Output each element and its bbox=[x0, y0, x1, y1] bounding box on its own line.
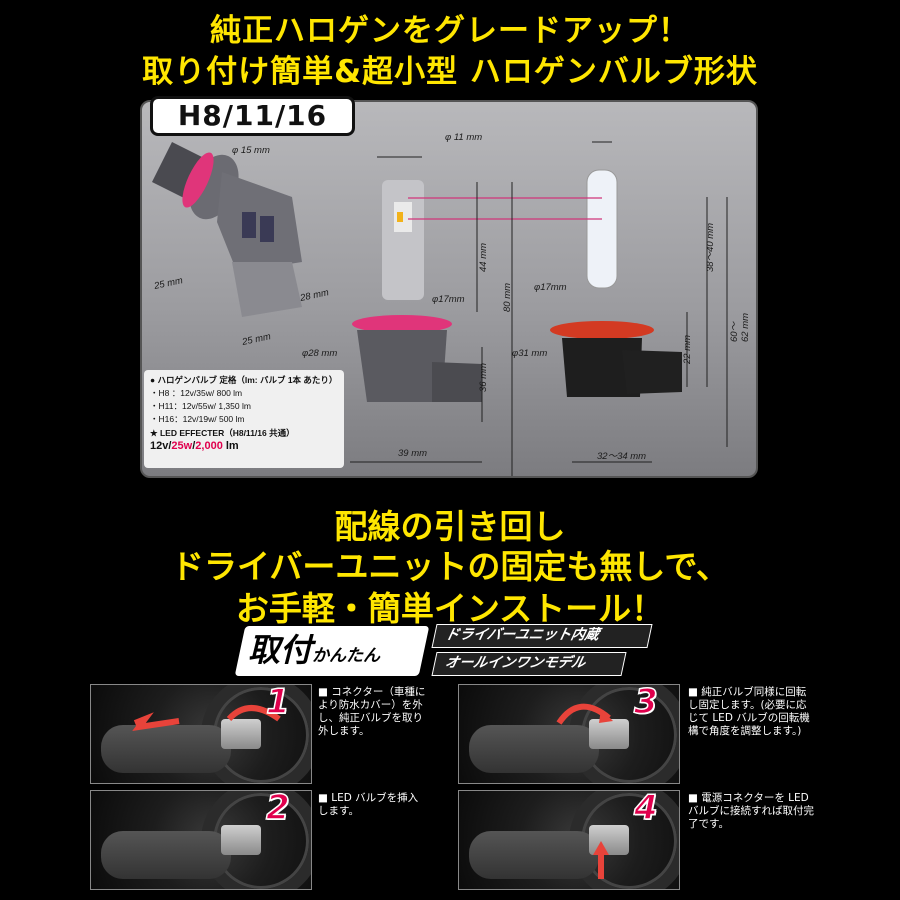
spec-table: ● ハロゲンバルブ 定格（lm: バルブ 1本 あたり） ・H8 ：12v/35… bbox=[144, 370, 344, 468]
easy-install-main: 取付 bbox=[248, 631, 313, 669]
headline-line-1: 純正ハロゲンをグレードアップ！ bbox=[210, 13, 690, 49]
effecter-separator: / bbox=[192, 440, 196, 452]
spec-title: ● ハロゲンバルブ 定格（lm: バルブ 1本 あたり） bbox=[150, 375, 338, 385]
dim-d15: φ 15 mm bbox=[232, 145, 270, 156]
step-1-number: 1 bbox=[265, 681, 290, 723]
step-4-number: 4 bbox=[633, 787, 658, 829]
cta-line-1: 配線の引き回し bbox=[334, 507, 566, 546]
effecter-lumen: 2,000 bbox=[195, 440, 223, 452]
step-1-photo bbox=[90, 684, 312, 784]
dim-h22: 22 mm bbox=[682, 334, 693, 364]
effecter-rating: 12v/25w/2,000 lm bbox=[150, 440, 338, 453]
spec-row-h11: ・H11：12v/55w/ 1,350 lm bbox=[150, 401, 251, 411]
effecter-unit: lm bbox=[222, 440, 239, 452]
step-3-photo bbox=[458, 684, 680, 784]
step-4-photo bbox=[458, 790, 680, 890]
dim-h36: 36 mm bbox=[478, 362, 489, 392]
remove-arrow-icon bbox=[132, 705, 281, 732]
step-4-text: ■ 電源コネクターを LED バルブに接続すれば取付完了です。 bbox=[688, 792, 814, 830]
led-bulb-angled bbox=[152, 142, 302, 317]
step-2-photo bbox=[90, 790, 312, 890]
dim-w32-34: 32～34 mm bbox=[597, 451, 647, 462]
model-label: H8/11/16 bbox=[150, 96, 355, 136]
effecter-watt: 25w bbox=[171, 440, 193, 452]
step-2-text: ■ LED バルブを挿入します。 bbox=[318, 792, 419, 817]
spec-diagram bbox=[152, 141, 728, 476]
dim-d17-led: φ17mm bbox=[432, 294, 465, 305]
step-2-number: 2 bbox=[265, 787, 290, 829]
headline-line-2: 取り付け簡単&超小型 ハロゲンバルブ形状 bbox=[142, 54, 758, 90]
dim-h60-62: 60～62 mm bbox=[729, 312, 751, 342]
effecter-voltage: 12v/ bbox=[150, 440, 172, 452]
all-in-one-badge: オールインワンモデル bbox=[431, 652, 627, 676]
cta-line-3: お手軽・簡単インストール！ bbox=[235, 589, 665, 628]
cta-line-2: ドライバーユニットの固定も無しで、 bbox=[170, 547, 730, 586]
dim-h44: 44 mm bbox=[478, 242, 489, 272]
led-bulb-front bbox=[352, 180, 482, 402]
easy-install-text: 取付かんたん bbox=[248, 630, 380, 676]
dim-d11: φ 11 mm bbox=[445, 132, 483, 143]
dim-d28: φ28 mm bbox=[302, 348, 338, 359]
effecter-title: ★ LED EFFECTER（H8/11/16 共通） bbox=[150, 428, 295, 438]
dim-d17-halogen: φ17mm bbox=[534, 282, 567, 293]
step-1-text: ■ コネクター（車種により防水カバー）を外し、純正バルブを取り外します。 bbox=[318, 686, 426, 737]
halogen-bulb bbox=[550, 169, 682, 397]
connect-arrow-icon bbox=[593, 841, 609, 879]
spec-row-h16: ・H16：12v/19w/ 500 lm bbox=[150, 414, 245, 424]
step-3-text: ■ 純正バルブ同様に回転し固定します。(必要に応じて LED バルブの回転機構で… bbox=[688, 686, 810, 737]
spec-row-h8: ・H8 ：12v/35w/ 800 lm bbox=[150, 388, 243, 398]
step-3-number: 3 bbox=[633, 681, 658, 723]
driver-unit-badge: ドライバーユニット内蔵 bbox=[431, 624, 653, 648]
easy-install-sub: かんたん bbox=[312, 646, 381, 666]
rotate-arrow-icon bbox=[556, 703, 613, 725]
dim-h38-40: 38～40 mm bbox=[705, 222, 716, 272]
dim-h80: 80 mm bbox=[502, 282, 513, 312]
dim-w39: 39 mm bbox=[398, 448, 428, 459]
dim-d31: φ31 mm bbox=[512, 348, 548, 359]
